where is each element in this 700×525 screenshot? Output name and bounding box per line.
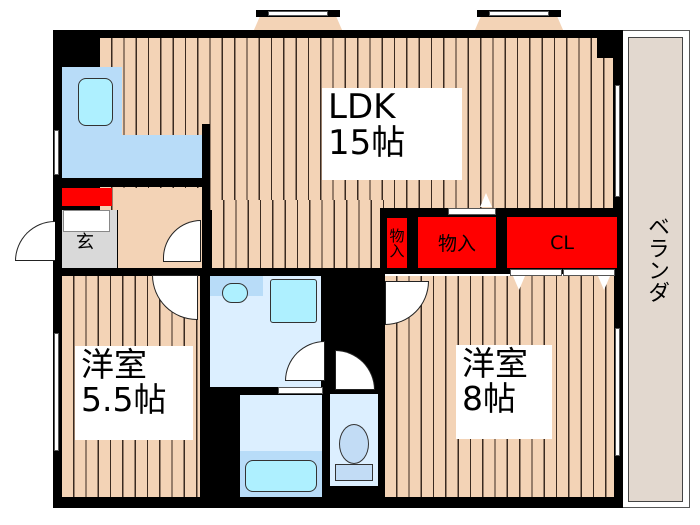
kitchen-counter bbox=[62, 135, 202, 179]
western-5-5-window bbox=[54, 333, 59, 451]
shoe-storage bbox=[62, 188, 112, 206]
closet-door-right[interactable] bbox=[563, 269, 615, 276]
western-8-window bbox=[615, 328, 620, 456]
kitchen-window bbox=[54, 130, 59, 175]
corner-column-right bbox=[597, 38, 613, 58]
entrance-door[interactable] bbox=[15, 221, 55, 261]
western-8-size: 8帖 bbox=[462, 378, 516, 418]
small-storage: 物入 bbox=[387, 218, 407, 268]
hall-door[interactable] bbox=[163, 220, 201, 262]
western-5-5-label: 洋室 5.5帖 bbox=[75, 346, 193, 440]
ldk-floor-lower bbox=[212, 200, 384, 278]
western-5-5-name: 洋室 bbox=[81, 345, 147, 384]
closet-label: CL bbox=[550, 231, 574, 254]
ldk-label: LDK 15帖 bbox=[322, 88, 462, 180]
hall-bottom-wall bbox=[53, 268, 210, 276]
storage[interactable]: 物入 bbox=[418, 217, 496, 268]
western-5-5-size: 5.5帖 bbox=[81, 379, 167, 419]
kitchen-sink-icon bbox=[78, 78, 113, 126]
entrance-step bbox=[63, 210, 110, 232]
kitchen-wall bbox=[202, 124, 210, 274]
veranda-label: ベランダ bbox=[644, 215, 669, 303]
kitchen-bottom-wall bbox=[53, 178, 210, 187]
ldk-name: LDK bbox=[328, 87, 396, 127]
entrance-label: 玄 bbox=[76, 232, 94, 253]
outer-wall-top bbox=[53, 30, 623, 40]
toilet-icon bbox=[339, 424, 369, 464]
ldk-size: 15帖 bbox=[328, 122, 406, 163]
western-8-name: 洋室 bbox=[462, 344, 528, 383]
storage-door[interactable] bbox=[448, 208, 496, 215]
toilet-tank-icon bbox=[335, 464, 373, 481]
closet[interactable]: CL bbox=[507, 217, 617, 268]
closet-door-marker-left bbox=[513, 276, 525, 290]
bathroom-door[interactable] bbox=[278, 387, 323, 394]
storage-label: 物入 bbox=[437, 233, 476, 255]
closet-door-marker-right bbox=[598, 276, 610, 290]
veranda bbox=[628, 37, 683, 502]
western-8-label: 洋室 8帖 bbox=[456, 345, 552, 439]
storage-door-marker bbox=[480, 193, 492, 207]
ldk-window-right bbox=[615, 85, 620, 197]
small-storage-label: 物入 bbox=[387, 228, 406, 258]
washing-machine-icon bbox=[270, 279, 317, 323]
closet-door-left[interactable] bbox=[510, 269, 562, 276]
bathtub-icon bbox=[245, 460, 317, 492]
wash-basin-icon bbox=[222, 283, 248, 303]
